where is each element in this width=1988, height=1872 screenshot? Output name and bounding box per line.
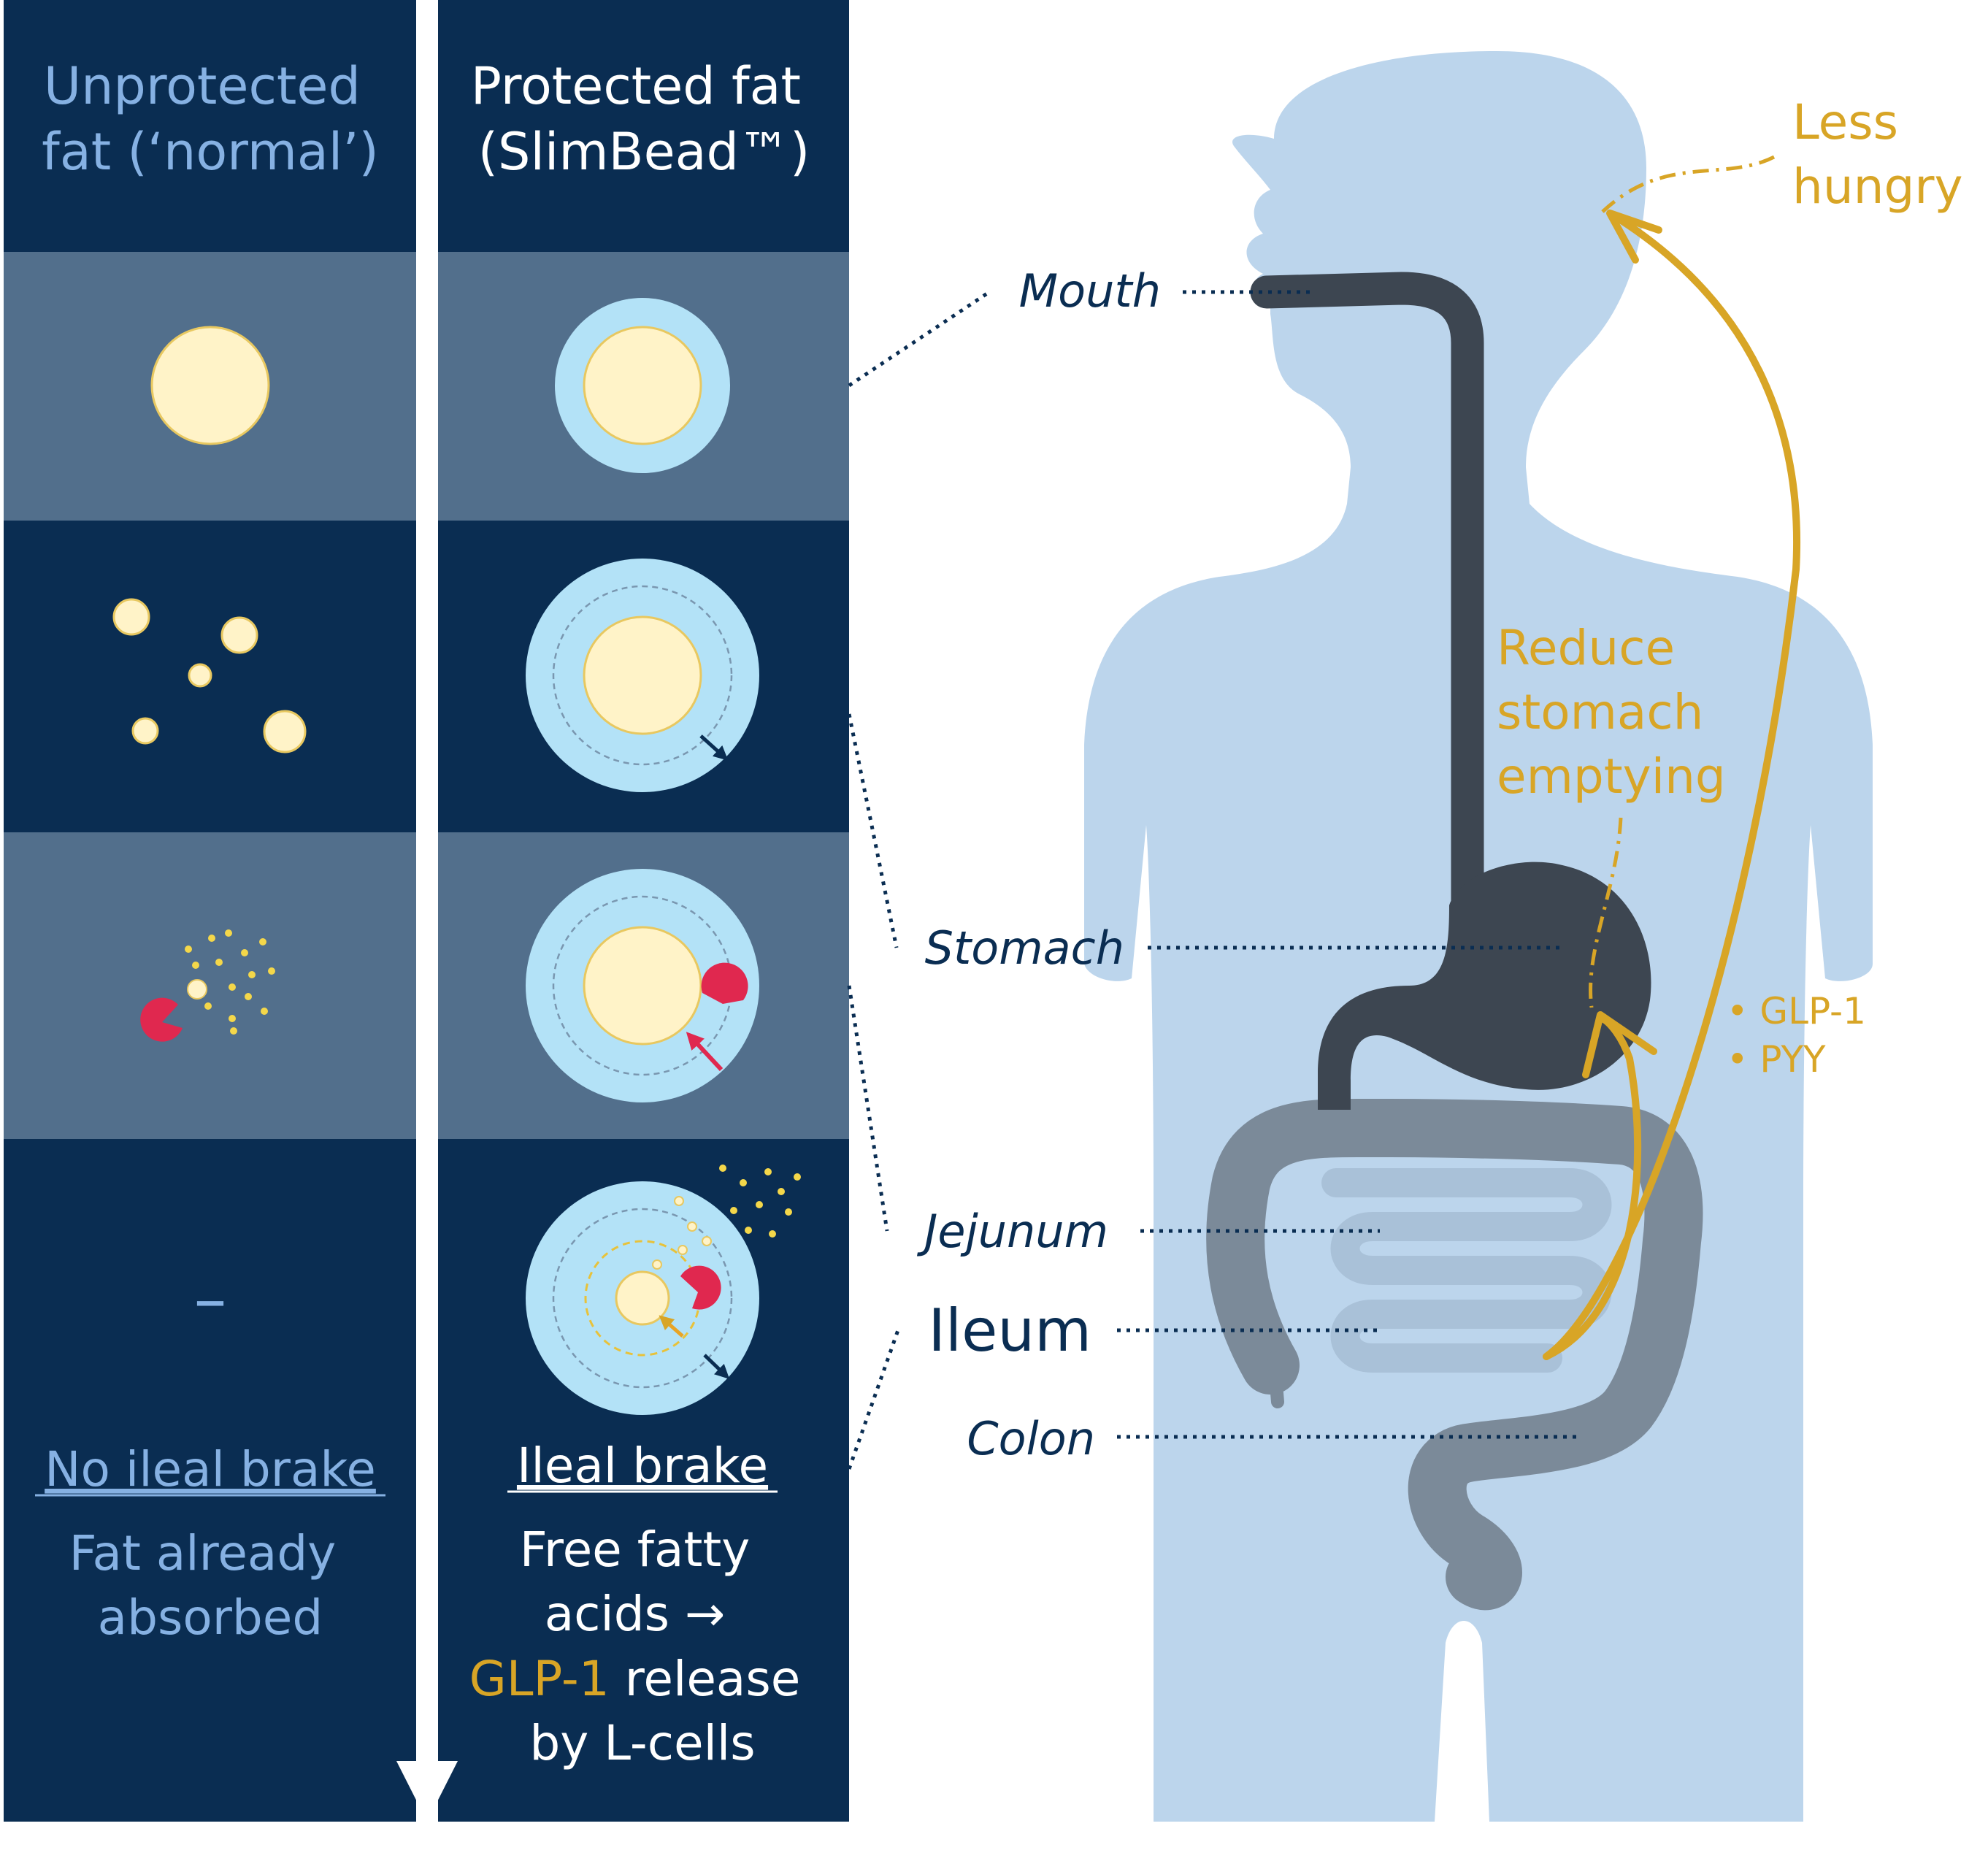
- human-body-illustration: Mouth Stomach Jejunum Ileum Colon Less h…: [847, 51, 1963, 1822]
- slimbead-fat-core-shrinking: [615, 1270, 670, 1326]
- large-intestine: [1206, 1098, 1703, 1611]
- ileal-brake-description: Free fatty acids → GLP-1 release by L-ce…: [469, 1522, 816, 1771]
- lipase-enzyme-icon: [701, 962, 748, 1004]
- slimbead-fat-core: [583, 615, 702, 735]
- unprotected-header: Unprotected fat (‘normal’): [42, 56, 379, 182]
- brain-arrowhead-icon: [1606, 210, 1662, 264]
- stomach-panel-connector-top: [847, 713, 899, 948]
- leader-lines: [847, 290, 1577, 1470]
- fat-digestion-particles: [185, 929, 275, 1035]
- slimbead-fat-core: [583, 326, 702, 445]
- reduce-emptying-indicator: [1589, 817, 1623, 1008]
- appendix: [1267, 1351, 1284, 1408]
- swelling-arrow-icon: [699, 734, 729, 761]
- mouth-label: Mouth: [1019, 264, 1161, 318]
- comparison-panels: Unprotected fat (‘normal’) Protected fat…: [4, 0, 849, 1822]
- progress-arrow-shaft: [418, 0, 437, 1774]
- fat-droplet: [150, 326, 270, 445]
- lipase-enzyme-icon: [140, 997, 183, 1042]
- enzyme-entry-arrow-icon: [686, 1032, 724, 1072]
- progress-arrow-head: [396, 1761, 458, 1822]
- less-hungry-label: Less hungry: [1792, 94, 1963, 215]
- ileum-label: Ileum: [928, 1297, 1091, 1365]
- colon-label: Colon: [967, 1412, 1095, 1465]
- stomach: [1318, 862, 1651, 1110]
- hormone-list: • GLP-1 • PYY: [1727, 990, 1878, 1081]
- ileal-brake-label: Ileal brake: [517, 1438, 768, 1494]
- capsule-inner-boundary: [552, 585, 733, 766]
- free-fatty-acid-particles: [652, 1165, 801, 1270]
- protected-header: Protected fat (SlimBead™): [471, 56, 818, 182]
- no-ileal-brake-description: Fat already absorbed: [69, 1525, 352, 1646]
- stomach-arrowhead-icon: [1582, 1011, 1657, 1078]
- reduce-stomach-emptying-label: Reduce stomach emptying: [1497, 620, 1726, 805]
- ileum-panel-connector: [847, 1330, 900, 1470]
- slimbead-fat-core: [583, 926, 702, 1046]
- no-ileal-brake-label: No ileal brake: [45, 1441, 376, 1497]
- stomach-panel-connector-bottom: [847, 985, 889, 1232]
- jejunum-label: Jejunum: [916, 1205, 1108, 1258]
- stomach-label: Stomach: [925, 921, 1124, 975]
- release-arrow-icon: [659, 1315, 684, 1338]
- mouth-panel-connector: [848, 290, 991, 388]
- swelling-arrow-icon: [703, 1354, 730, 1379]
- no-release-dash: –: [194, 1261, 227, 1338]
- unprotected-stomach-band: [4, 832, 416, 1139]
- lipase-enzyme-icon: [680, 1265, 721, 1310]
- fat-droplets-dispersed: [112, 598, 307, 753]
- hormone-signal-to-stomach-arrow: [1543, 1015, 1642, 1360]
- esophagus: [1250, 272, 1484, 951]
- capsule-inner-boundary: [552, 1208, 733, 1389]
- small-intestine: [1321, 1168, 1612, 1373]
